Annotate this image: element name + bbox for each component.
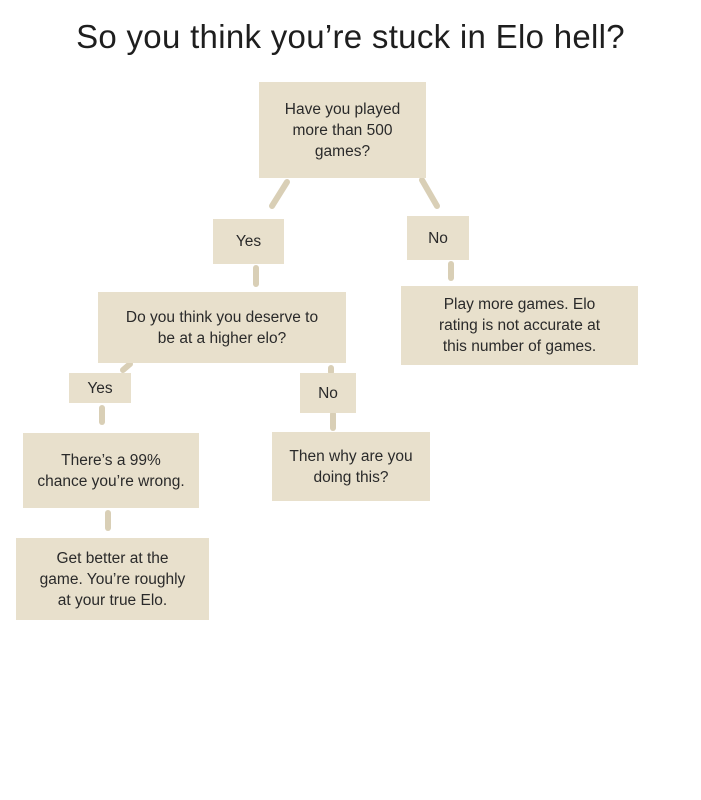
answer-no-deserve: No: [300, 373, 356, 413]
question-played-500-games-text: Have you played more than 500 games?: [284, 100, 401, 160]
answer-no-deserve-text: No: [318, 384, 338, 402]
connector-q1-no: [419, 177, 440, 209]
outcome-get-better: Get better at the game. You’re roughly a…: [16, 538, 209, 620]
question-deserve-higher-elo: Do you think you deserve to be at a high…: [98, 292, 346, 363]
outcome-99-percent-wrong: There’s a 99% chance you’re wrong.: [23, 433, 199, 508]
diagram-title: So you think you’re stuck in Elo hell?: [76, 18, 625, 55]
question-deserve-higher-elo-text: Do you think you deserve to be at a high…: [125, 308, 319, 347]
answer-yes-deserve: Yes: [69, 373, 131, 403]
outcome-99-percent-wrong-text: There’s a 99% chance you’re wrong.: [37, 451, 185, 490]
outcome-get-better-text: Get better at the game. You’re roughly a…: [39, 549, 186, 609]
outcome-play-more-games: Play more games. Elo rating is not accur…: [401, 286, 638, 365]
answer-no-played-500-text: No: [428, 229, 448, 247]
question-played-500-games: Have you played more than 500 games?: [259, 82, 426, 178]
answer-no-played-500: No: [407, 216, 469, 260]
outcome-why-doing-this: Then why are you doing this?: [272, 432, 430, 501]
outcome-why-doing-this-text: Then why are you doing this?: [289, 447, 413, 486]
answer-yes-deserve-text: Yes: [87, 379, 113, 397]
connector-q1-yes: [269, 179, 290, 209]
answer-yes-played-500-text: Yes: [235, 233, 262, 250]
connector-q2-yes: [120, 361, 133, 373]
outcome-play-more-games-text: Play more games. Elo rating is not accur…: [438, 296, 601, 355]
answer-yes-played-500: Yes: [213, 219, 284, 264]
